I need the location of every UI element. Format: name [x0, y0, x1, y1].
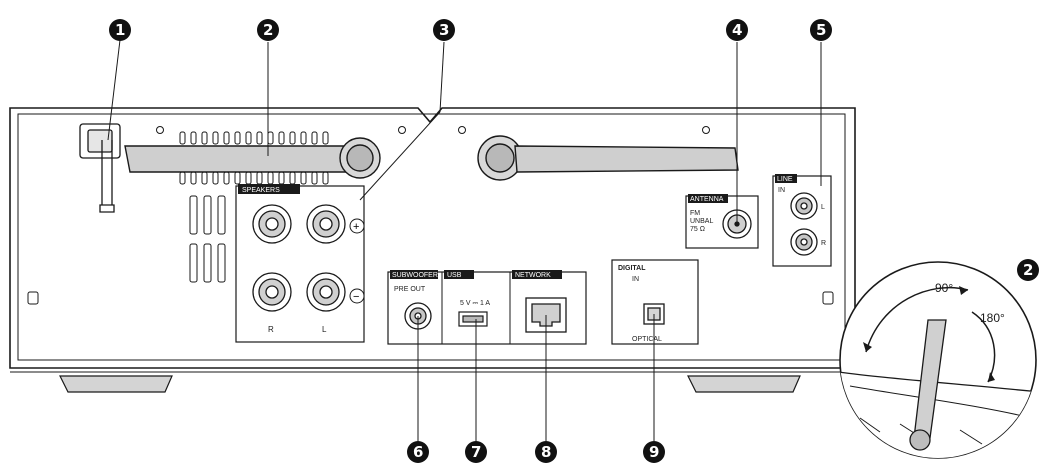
plus-sign: +: [353, 221, 359, 233]
svg-text:2: 2: [1023, 261, 1033, 279]
vent-slot: [212, 131, 219, 145]
callout-5: 5: [810, 19, 832, 41]
vent-slot: [190, 131, 197, 145]
vent-slot: [289, 131, 296, 145]
leader-lines: [107, 39, 822, 441]
antenna-unbal: UNBAL: [690, 218, 713, 225]
line-right-label: R: [821, 240, 826, 247]
vent-slot: [234, 171, 241, 185]
vent-slot: [179, 131, 186, 145]
antenna-section: ANTENNA FM UNBAL 75 Ω: [685, 194, 759, 249]
svg-text:9: 9: [649, 443, 659, 461]
speaker-left-label: L: [322, 325, 327, 334]
vent-slot: [190, 171, 197, 185]
svg-text:2: 2: [263, 21, 273, 39]
feet: [59, 375, 801, 393]
vent-slot: [300, 131, 307, 145]
digital-title: DIGITAL: [618, 265, 646, 272]
subwoofer-title: SUBWOOFER: [392, 272, 438, 279]
callout-7: 7: [465, 441, 487, 463]
right-antenna: [477, 135, 739, 181]
speakers-section: SPEAKERS R L + −: [235, 184, 365, 343]
screw-holes: [27, 126, 834, 305]
svg-text:1: 1: [115, 21, 125, 39]
angle-90-label: 90°: [935, 281, 953, 295]
digital-in: IN: [632, 276, 639, 283]
line-title: LINE: [777, 176, 793, 183]
rotation-arrow-90: [865, 286, 969, 353]
vent-slot: [267, 131, 274, 145]
svg-text:7: 7: [471, 443, 481, 461]
antenna-angle-inset: 90° 180°: [839, 261, 1037, 459]
vent-slot: [189, 243, 198, 283]
subwoofer-preout: PRE OUT: [394, 286, 426, 293]
vent-slots: [179, 131, 329, 283]
angle-180-label: 180°: [980, 311, 1005, 325]
vent-slot: [311, 131, 318, 145]
svg-text:5: 5: [816, 21, 826, 39]
svg-text:3: 3: [439, 21, 449, 39]
speakers-title: SPEAKERS: [242, 187, 280, 194]
svg-text:8: 8: [541, 443, 551, 461]
line-in: IN: [778, 187, 785, 194]
line-left-label: L: [821, 204, 825, 211]
vent-slot: [245, 131, 252, 145]
vent-slot: [217, 195, 226, 235]
vent-slot: [300, 171, 307, 185]
digital-section: DIGITAL IN OPTICAL: [611, 259, 699, 345]
callout-3: 3: [433, 19, 455, 41]
usb-port: [458, 311, 488, 327]
rca-jack: [790, 192, 818, 256]
vent-slot: [189, 195, 198, 235]
vent-slot: [278, 131, 285, 145]
vent-slot: [289, 171, 296, 185]
vent-slot: [223, 131, 230, 145]
vent-slot: [256, 171, 263, 185]
callout-6: 6: [407, 441, 429, 463]
callout-4: 4: [726, 19, 748, 41]
vent-slot: [179, 171, 186, 185]
vent-slot: [234, 131, 241, 145]
callout-1: 1: [109, 19, 131, 41]
vent-slot: [201, 131, 208, 145]
vent-slot: [322, 171, 329, 185]
svg-text:4: 4: [732, 21, 742, 39]
callout-8: 8: [535, 441, 557, 463]
callout-9: 9: [643, 441, 665, 463]
speaker-terminal: [252, 204, 346, 312]
svg-text:6: 6: [413, 443, 423, 461]
callout-markers: 1 2 3 4 5 6 7 8 9 2: [109, 19, 1039, 463]
usb-rating: 5 V ⎓ 1 A: [460, 300, 490, 307]
vent-slot: [256, 131, 263, 145]
vent-slot: [311, 171, 318, 185]
vent-slot: [267, 171, 274, 185]
antenna-title: ANTENNA: [690, 196, 724, 203]
antenna-fm: FM: [690, 210, 700, 217]
vent-slot: [245, 171, 252, 185]
vent-slot: [278, 171, 285, 185]
vent-slot: [203, 195, 212, 235]
vent-slot: [217, 243, 226, 283]
optical-label: OPTICAL: [632, 336, 662, 343]
io-strip: SUBWOOFER PRE OUT USB 5 V ⎓ 1 A NETWORK: [387, 270, 587, 345]
minus-sign: −: [353, 291, 359, 303]
callout-2-inset: 2: [1017, 259, 1039, 281]
vent-slot: [201, 171, 208, 185]
vent-slot: [203, 243, 212, 283]
vent-slot: [223, 171, 230, 185]
line-section: LINE IN L R: [772, 174, 832, 267]
network-title: NETWORK: [515, 272, 551, 279]
callout-2: 2: [257, 19, 279, 41]
power-inlet: [79, 123, 121, 213]
antenna-ohm: 75 Ω: [690, 226, 705, 233]
vent-slot: [212, 171, 219, 185]
usb-title: USB: [447, 272, 462, 279]
speaker-right-label: R: [268, 325, 274, 334]
vent-slot: [322, 131, 329, 145]
left-antenna: [124, 137, 381, 179]
